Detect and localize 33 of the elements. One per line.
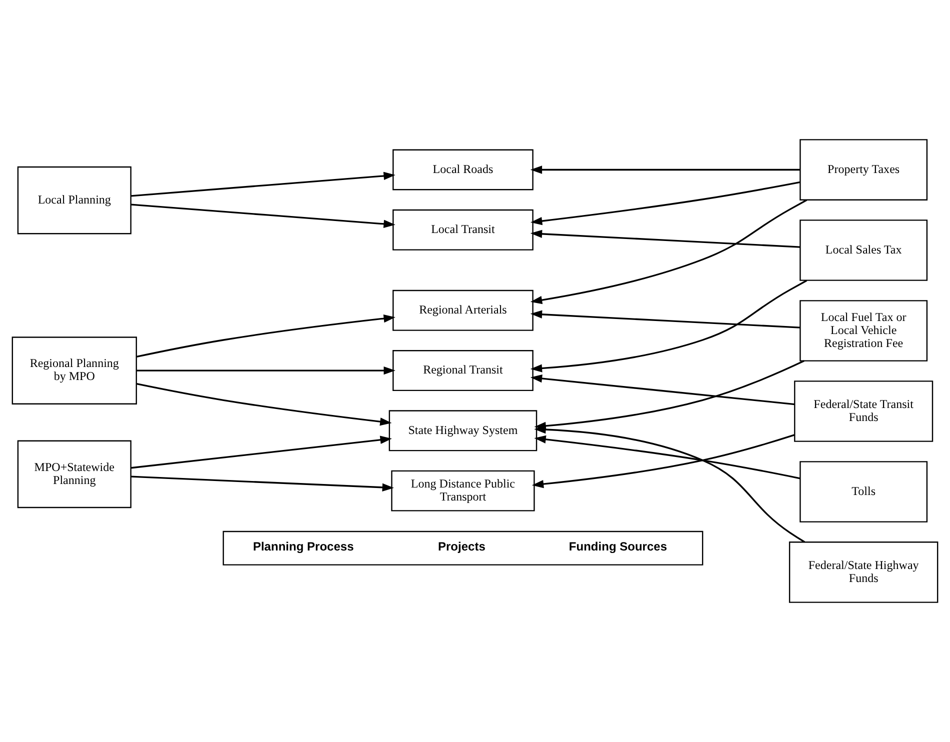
arrow <box>530 280 808 372</box>
node-box: Local Transit <box>392 209 534 250</box>
arrow <box>530 310 800 328</box>
node-box: Federal/State Transit Funds <box>794 380 934 442</box>
node-box: Federal/State Highway Funds <box>788 542 938 603</box>
arrow <box>530 181 800 226</box>
arrow <box>136 366 396 375</box>
arrow <box>530 374 795 406</box>
arrow <box>532 434 795 488</box>
node-box: Tolls <box>800 461 928 522</box>
arrow <box>534 425 806 543</box>
arrow <box>530 230 800 248</box>
node-box: Long Distance Public Transport <box>391 470 535 512</box>
node-box: Regional Arterials <box>392 290 534 331</box>
arrow <box>131 172 396 197</box>
node-box: Regional Transit <box>392 350 534 392</box>
arrow <box>131 476 394 492</box>
arrow <box>136 314 396 358</box>
node-box: Local Sales Tax <box>800 220 928 281</box>
arrow <box>131 204 396 228</box>
node-box: Planning Process Projects Funding Sources <box>222 530 704 566</box>
arrow <box>136 383 392 426</box>
node-box: State Highway System <box>388 410 538 452</box>
arrow <box>534 435 800 480</box>
node-box: Local Planning <box>17 166 132 234</box>
node-box: MPO+Statewide Planning <box>17 440 132 508</box>
node-box: Property Taxes <box>800 139 928 200</box>
arrow <box>131 436 392 469</box>
arrow <box>530 199 808 304</box>
arrow <box>530 166 800 174</box>
node-box: Local Roads <box>392 149 534 190</box>
node-box: Regional Planning by MPO <box>12 336 137 404</box>
node-box: Local Fuel Tax or Local Vehicle Registration Fee <box>800 300 928 362</box>
